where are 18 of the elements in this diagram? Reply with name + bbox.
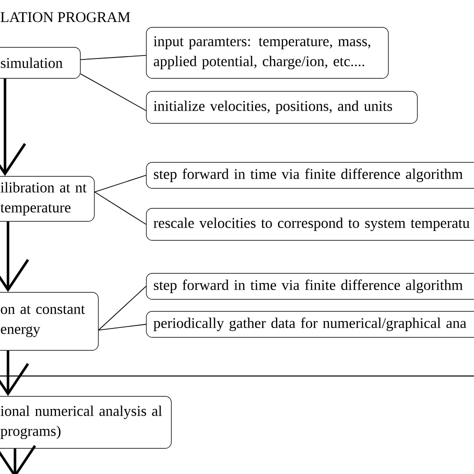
process-box: simulation bbox=[0, 47, 81, 79]
process-box: ional numerical analysis al programs) bbox=[0, 396, 172, 449]
process-box: periodically gather data for numerical/graphical ana bbox=[146, 311, 474, 338]
process-box: initialize velocities, positions, and units bbox=[146, 91, 418, 124]
connector-line bbox=[98, 324, 146, 330]
process-box: step forward in time via finite difference algorithm bbox=[146, 273, 474, 300]
connector-line bbox=[94, 192, 146, 225]
process-box: rescale velocities to correspond to system temperatu bbox=[146, 208, 474, 241]
connector-line bbox=[98, 286, 146, 330]
connector-line bbox=[80, 73, 146, 111]
process-box: on at constant energy bbox=[0, 292, 99, 351]
process-box: ilibration at nt temperature bbox=[0, 176, 95, 222]
title: LATION PROGRAM bbox=[0, 12, 130, 22]
connector-line bbox=[80, 54, 146, 60]
connector-line bbox=[94, 174, 146, 192]
process-box: step forward in time via finite difference algorithm bbox=[146, 162, 474, 189]
process-box: input paramters: temperature, mass, applied potential, charge/ion, etc.... bbox=[146, 27, 389, 79]
arrow bbox=[0, 78, 26, 176]
